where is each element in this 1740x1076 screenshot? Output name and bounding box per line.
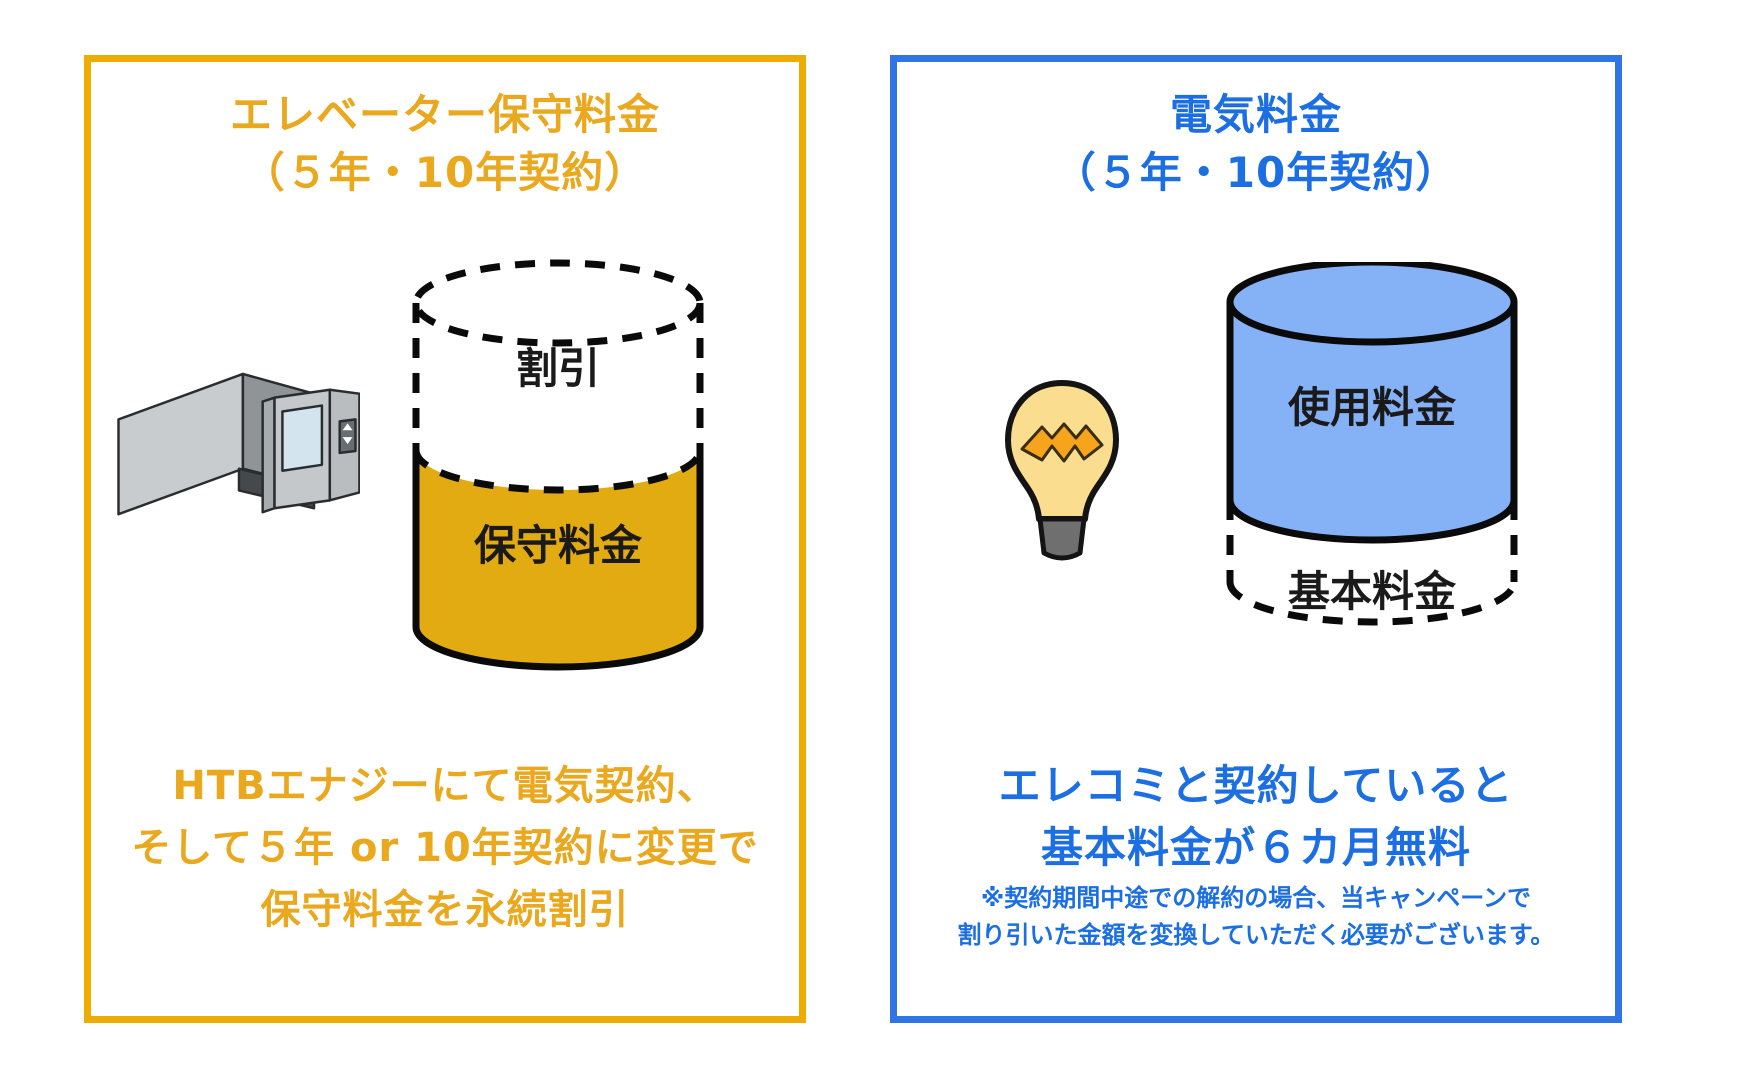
discount-segment-label: 割引 (516, 344, 600, 393)
cancellation-note-line1: ※契約期間中途での解約の場合、当キャンペーンで (980, 884, 1532, 912)
cancellation-note-line2: 割り引いた金額を変換していただく必要がございます。 (957, 921, 1555, 950)
elevator-call-button-panel (338, 418, 357, 455)
electricity-panel-title-line1: 電気料金 (1169, 90, 1342, 139)
elevator-panel-caption: HTBエナジーにて電気契約、 そして５年 or 10年契約に変更で 保守料金を永… (91, 755, 799, 941)
bulb-socket (1037, 516, 1087, 561)
elevator-caption-line1: HTBエナジーにて電気契約、 (172, 763, 718, 809)
maintenance-fee-segment-label: 保守料金 (474, 521, 643, 570)
electricity-panel-title: 電気料金 （５年・10年契約） (897, 86, 1615, 202)
elevator-panel-title-line2: （５年・10年契約） (242, 147, 648, 197)
electricity-fee-cylinder: 使用料金 基本料金 (1226, 262, 1518, 626)
elevator-fee-panel: エレベーター保守料金 （５年・10年契約） 割引 (84, 55, 806, 1023)
filament-zigzag (1020, 422, 1104, 463)
elevator-icon (117, 372, 360, 516)
basic-fee-segment-label: 基本料金 (1288, 567, 1457, 616)
usage-fee-segment-label: 使用料金 (1288, 383, 1457, 432)
electricity-caption-line1: エレコミと契約していると (998, 761, 1514, 810)
lightbulb-icon (1005, 380, 1119, 561)
electricity-caption-line2: 基本料金が６カ月無料 (1040, 823, 1471, 872)
electricity-panel-title-line2: （５年・10年契約） (1053, 147, 1459, 197)
electricity-panel-caption: エレコミと契約していると 基本料金が６カ月無料 (897, 755, 1615, 879)
elevator-panel-title: エレベーター保守料金 （５年・10年契約） (91, 86, 799, 202)
electricity-fee-panel: 電気料金 （５年・10年契約） 使用料金 基本料金 エレコミと契約していると 基… (890, 55, 1622, 1023)
elevator-caption-line3: 保守料金を永続割引 (260, 887, 630, 933)
elevator-caption-line2: そして５年 or 10年契約に変更で (131, 825, 759, 871)
elevator-panel-title-line1: エレベーター保守料金 (229, 90, 660, 139)
cancellation-note: ※契約期間中途での解約の場合、当キャンペーンで 割り引いた金額を変換していただく… (897, 880, 1615, 954)
maintenance-fee-cylinder: 割引 保守料金 (412, 259, 704, 671)
